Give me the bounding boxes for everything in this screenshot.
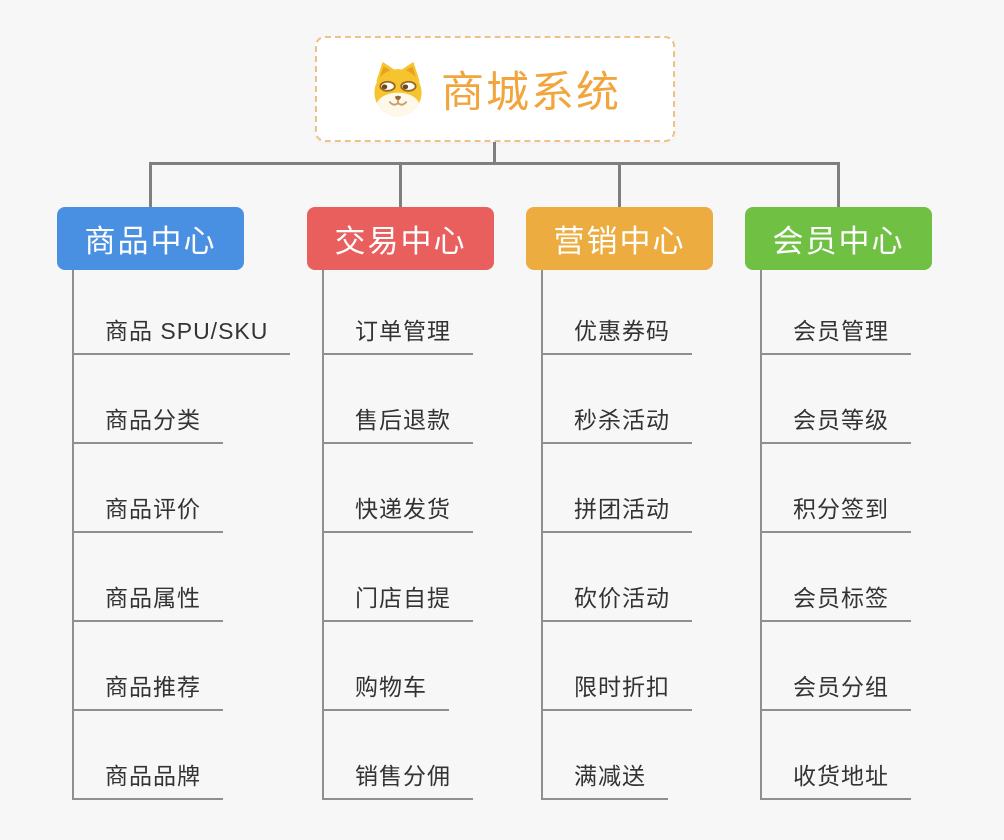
subtopic-item[interactable]: 会员管理 <box>762 317 911 355</box>
subtopic-item[interactable]: 商品评价 <box>74 495 223 533</box>
subtopic-item[interactable]: 拼团活动 <box>543 495 692 533</box>
subtopic-item[interactable]: 快递发货 <box>324 495 473 533</box>
subtopic-item[interactable]: 砍价活动 <box>543 584 692 622</box>
subtopic-item[interactable]: 会员标签 <box>762 584 911 622</box>
root-topic-title: 商城系统 <box>441 69 621 117</box>
connector-drop-trade <box>399 162 402 208</box>
connector-drop-marketing <box>618 162 621 208</box>
subtopic-item[interactable]: 订单管理 <box>324 317 473 355</box>
root-connector-line <box>493 142 496 163</box>
subtopic-item[interactable]: 商品推荐 <box>74 673 223 711</box>
branch-node-product[interactable]: 商品中心 <box>57 207 244 270</box>
branch-node-member[interactable]: 会员中心 <box>745 207 932 270</box>
branch-node-trade[interactable]: 交易中心 <box>307 207 494 270</box>
subtopic-item[interactable]: 满减送 <box>543 762 668 800</box>
subtopic-item[interactable]: 秒杀活动 <box>543 406 692 444</box>
subtopic-item[interactable]: 商品属性 <box>74 584 223 622</box>
branch-node-marketing[interactable]: 营销中心 <box>526 207 713 270</box>
subtopic-item[interactable]: 会员等级 <box>762 406 911 444</box>
subtopic-item[interactable]: 限时折扣 <box>543 673 692 711</box>
subtopic-item[interactable]: 购物车 <box>324 673 449 711</box>
subtopic-item[interactable]: 商品分类 <box>74 406 223 444</box>
subtopic-item[interactable]: 优惠券码 <box>543 317 692 355</box>
subtopic-item[interactable]: 商品品牌 <box>74 762 223 800</box>
subtopic-item[interactable]: 收货地址 <box>762 762 911 800</box>
subtopic-item[interactable]: 门店自提 <box>324 584 473 622</box>
subtopic-column-member: 会员管理 会员等级 积分签到 会员标签 会员分组 收货地址 <box>760 270 911 800</box>
root-topic[interactable]: 商城系统 <box>315 36 675 142</box>
subtopic-item[interactable]: 售后退款 <box>324 406 473 444</box>
dog-face-icon <box>369 60 427 118</box>
subtopic-column-product: 商品 SPU/SKU 商品分类 商品评价 商品属性 商品推荐 商品品牌 <box>72 270 291 800</box>
subtopic-item[interactable]: 商品 SPU/SKU <box>74 317 291 355</box>
subtopic-column-trade: 订单管理 售后退款 快递发货 门店自提 购物车 销售分佣 <box>322 270 473 800</box>
connector-drop-product <box>149 162 152 208</box>
branch-connector-bar <box>149 162 840 165</box>
subtopic-item[interactable]: 会员分组 <box>762 673 911 711</box>
subtopic-item[interactable]: 积分签到 <box>762 495 911 533</box>
connector-drop-member <box>837 162 840 208</box>
subtopic-item[interactable]: 销售分佣 <box>324 762 473 800</box>
subtopic-column-marketing: 优惠券码 秒杀活动 拼团活动 砍价活动 限时折扣 满减送 <box>541 270 692 800</box>
